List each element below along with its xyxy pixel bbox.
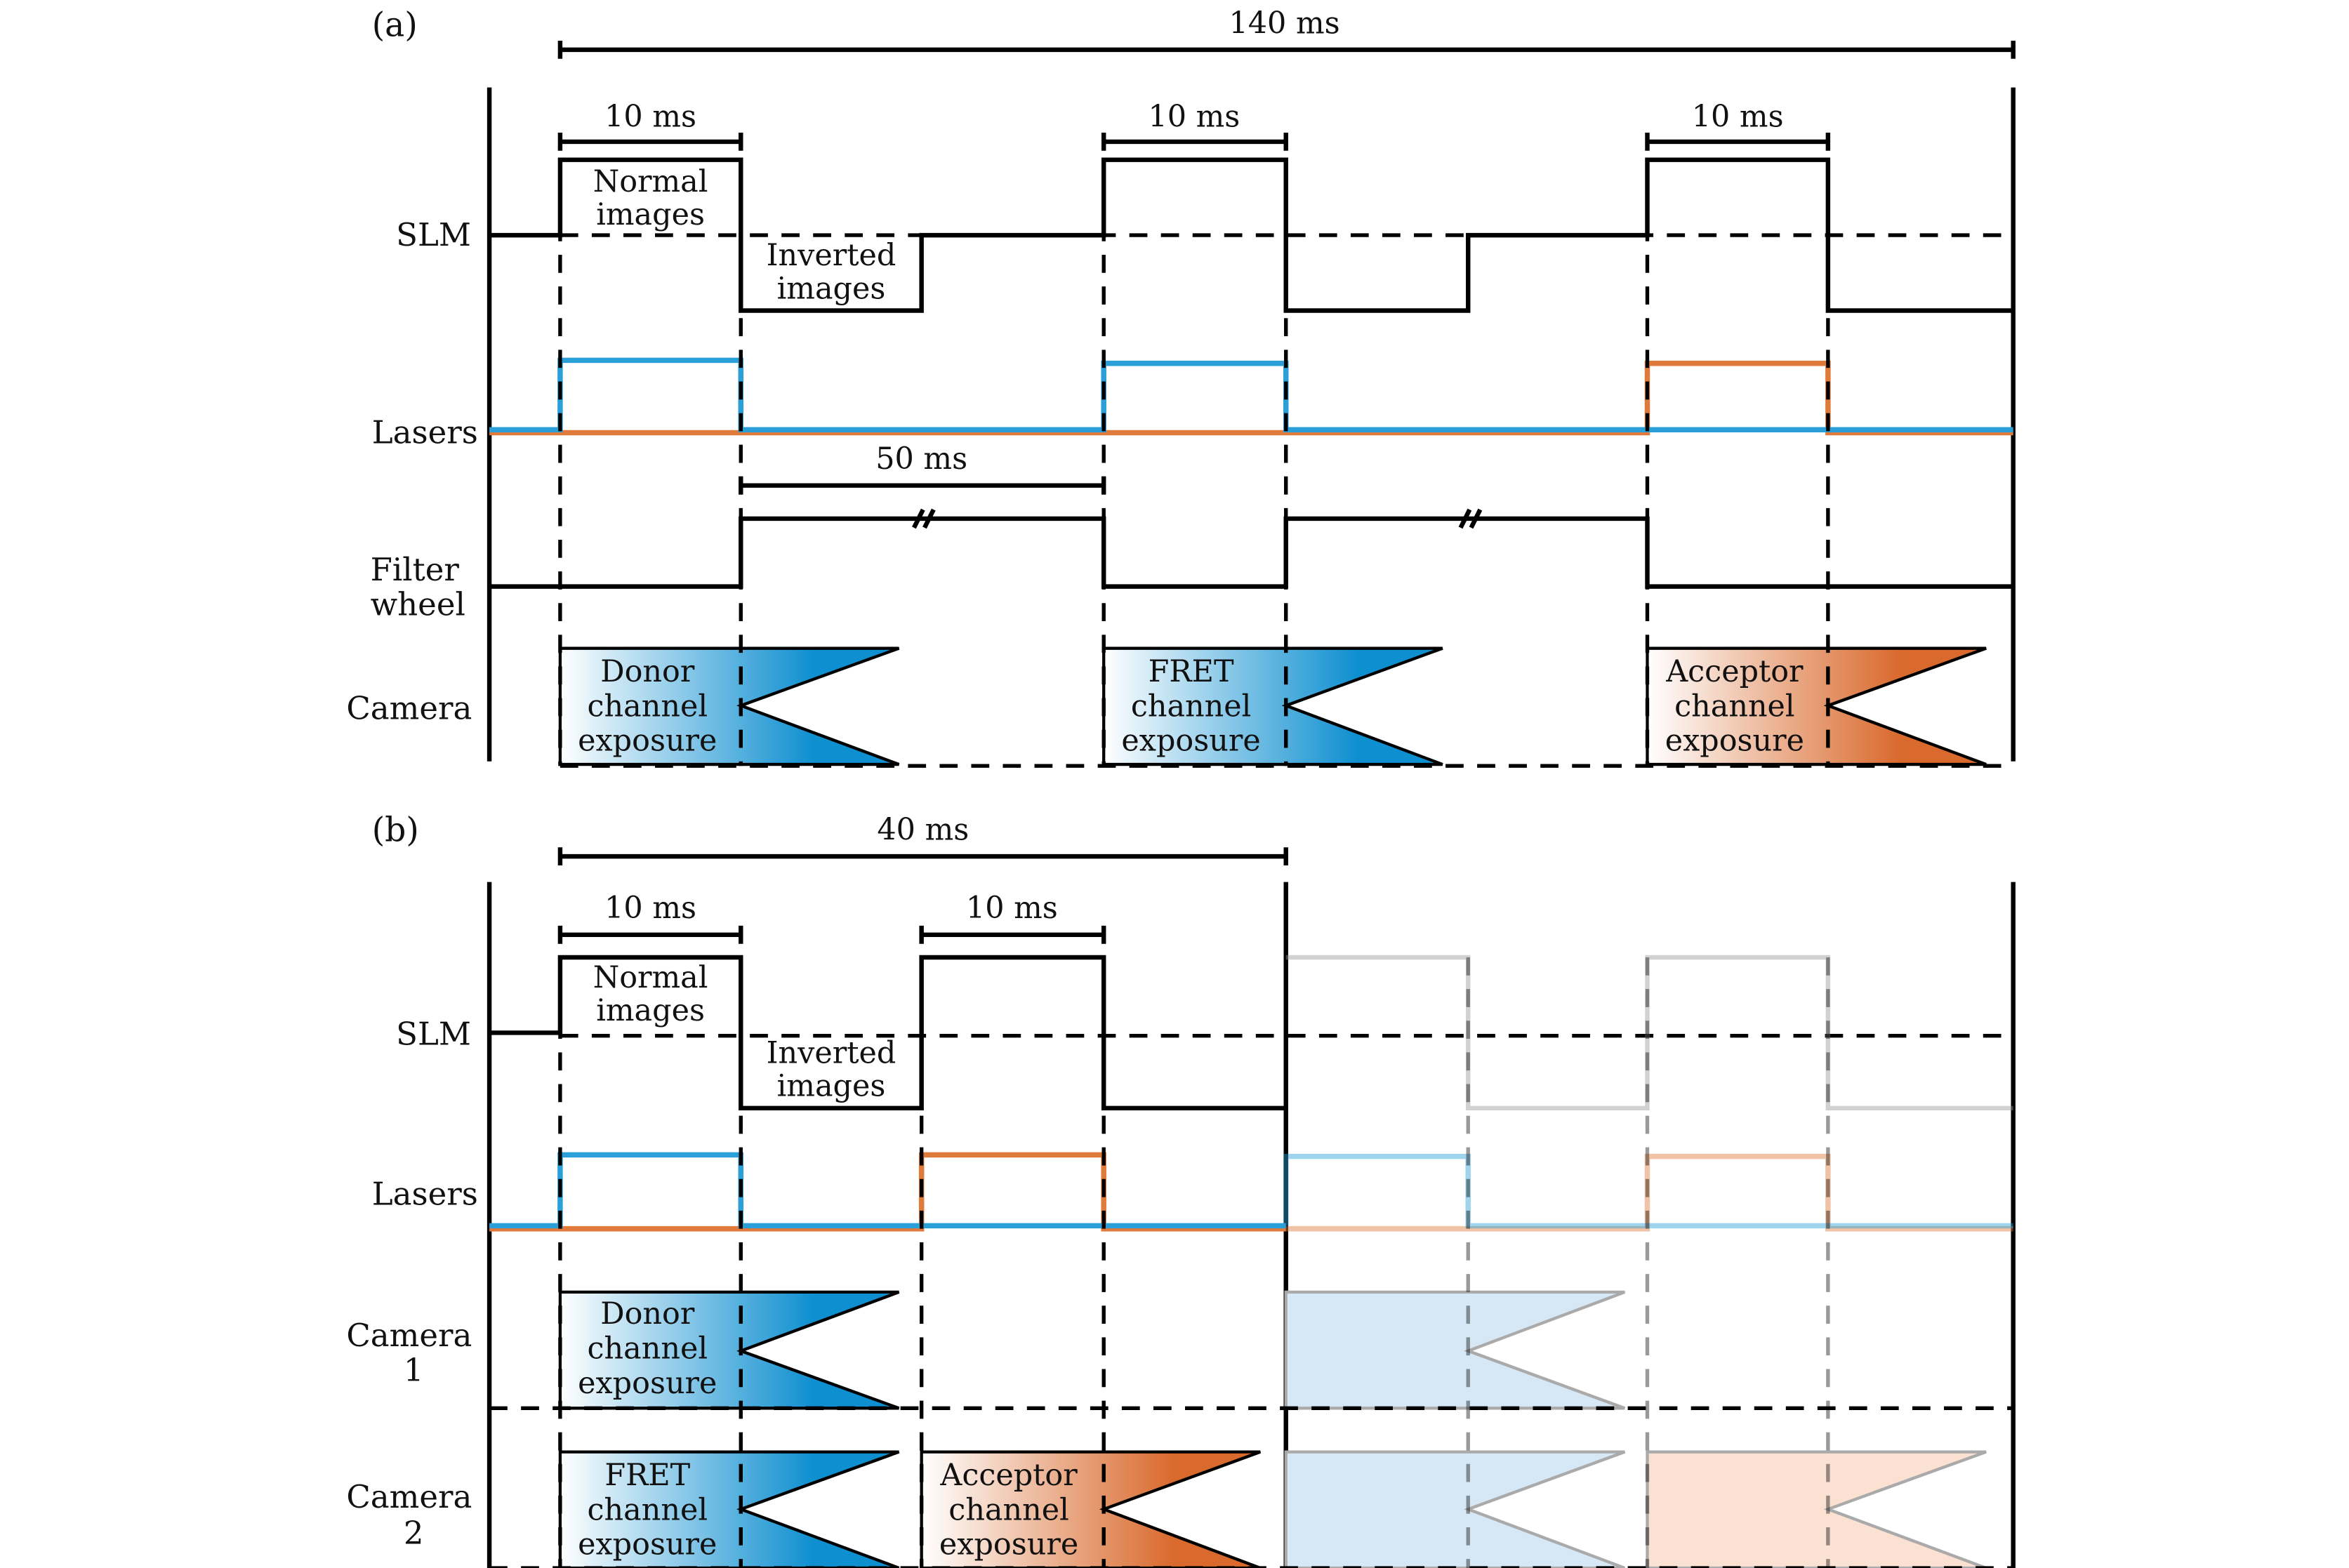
exposure-acceptor-b: Acceptor channel exposure: [920, 1450, 1262, 1568]
svg-text:channel: channel: [588, 1492, 708, 1527]
pulse-label-a-1: 10 ms: [604, 99, 696, 134]
svg-text:FRET: FRET: [1149, 654, 1234, 689]
row-label-slm-b: SLM: [396, 1016, 471, 1053]
guides-b: [558, 957, 1106, 1568]
exposure-cam2-orange-repeat: [1646, 1450, 1987, 1568]
row-label-lasers-a: Lasers: [372, 414, 478, 451]
normal-images-b-2: images: [596, 993, 705, 1028]
total-span-b: [557, 847, 1288, 865]
row-label-camera-a: Camera: [346, 690, 472, 727]
pulse-label-b-2: 10 ms: [966, 891, 1058, 926]
donor-laser-b: [489, 1152, 1286, 1229]
row-label-cam1-b: Camera: [346, 1317, 472, 1354]
panel-b-tag: (b): [372, 811, 419, 850]
svg-text:channel: channel: [1131, 689, 1251, 724]
gap-span-a: [739, 476, 1106, 495]
exposure-acceptor-a: Acceptor channel exposure: [1646, 646, 1987, 766]
pulse-label-b-1: 10 ms: [604, 891, 696, 926]
exposure-cam1-repeat: [1284, 1290, 1626, 1410]
panel-b: (b) 40 ms 10 ms 10 ms SLM Lasers Camera …: [346, 811, 2016, 1568]
acceptor-laser-b: [489, 1152, 1286, 1232]
svg-text:Acceptor: Acceptor: [1665, 654, 1804, 689]
guides-b-faded: [1466, 957, 1830, 1568]
row-label-cam2-b: Camera: [346, 1478, 472, 1515]
exposure-fret-a: FRET channel exposure: [1102, 646, 1443, 766]
guides-a: [558, 159, 1830, 766]
svg-text:exposure: exposure: [1665, 724, 1804, 759]
panel-a: (a) 140 ms 10 ms 10 ms 10 ms SLM Lasers …: [346, 6, 2016, 768]
row-label-cam1-num-b: 1: [404, 1352, 424, 1389]
svg-text:exposure: exposure: [1121, 724, 1260, 759]
acceptor-laser-b-repeat: [1285, 1153, 2013, 1232]
row-label-cam2-num-b: 2: [404, 1515, 424, 1552]
inverted-images-b-1: Inverted: [767, 1035, 896, 1070]
total-label-a: 140 ms: [1229, 6, 1340, 41]
svg-text:Donor: Donor: [600, 1296, 695, 1331]
row-label-filter-a: Filter: [371, 551, 460, 588]
pulse-span-a-2: [1101, 133, 1288, 151]
donor-laser-b-repeat: [1283, 1153, 2013, 1229]
svg-text:FRET: FRET: [604, 1458, 690, 1493]
filter-signal-a: [489, 516, 2013, 589]
pulse-label-a-3: 10 ms: [1692, 99, 1784, 134]
row-label-slm-a: SLM: [396, 216, 471, 253]
normal-images-a-1: Normal: [593, 164, 708, 199]
svg-text:channel: channel: [948, 1492, 1068, 1527]
svg-text:Donor: Donor: [600, 654, 695, 689]
total-span-a: [557, 40, 2016, 59]
svg-text:exposure: exposure: [578, 1527, 717, 1562]
svg-text:exposure: exposure: [939, 1527, 1078, 1562]
svg-text:channel: channel: [588, 689, 708, 724]
svg-text:exposure: exposure: [578, 1366, 717, 1401]
inverted-images-a-2: images: [777, 271, 886, 306]
pulse-label-a-2: 10 ms: [1148, 99, 1240, 134]
exposure-cam2-blue-repeat: [1284, 1450, 1626, 1568]
svg-text:channel: channel: [588, 1331, 708, 1366]
inverted-images-a-1: Inverted: [767, 238, 896, 273]
pulse-span-a-3: [1645, 133, 1831, 151]
svg-text:channel: channel: [1674, 689, 1794, 724]
exposure-donor-b: Donor channel exposure: [558, 1290, 900, 1410]
panel-a-tag: (a): [372, 6, 418, 45]
break-mark-a-2: [1458, 508, 1483, 529]
pulse-span-b-2: [919, 925, 1106, 944]
break-mark-a-1: [912, 508, 936, 529]
pulse-span-b-1: [557, 925, 743, 944]
normal-images-b-1: Normal: [593, 960, 708, 995]
exposure-donor-a: Donor channel exposure: [558, 646, 900, 766]
row-label-wheel-a: wheel: [371, 585, 465, 623]
svg-text:exposure: exposure: [578, 724, 717, 759]
total-label-b: 40 ms: [877, 812, 969, 847]
row-label-lasers-b: Lasers: [372, 1175, 478, 1212]
donor-laser-a: [489, 357, 2013, 432]
inverted-images-b-2: images: [777, 1069, 886, 1104]
slm-signal-b-repeat: [1285, 955, 2013, 1111]
slm-signal-a: [489, 157, 2013, 313]
gap-label-a: 50 ms: [875, 441, 967, 477]
svg-text:Acceptor: Acceptor: [939, 1458, 1078, 1493]
pulse-span-a-1: [557, 133, 743, 151]
acceptor-laser-a: [489, 360, 2013, 436]
normal-images-a-2: images: [596, 197, 705, 232]
exposure-fret-b: FRET channel exposure: [558, 1450, 900, 1568]
